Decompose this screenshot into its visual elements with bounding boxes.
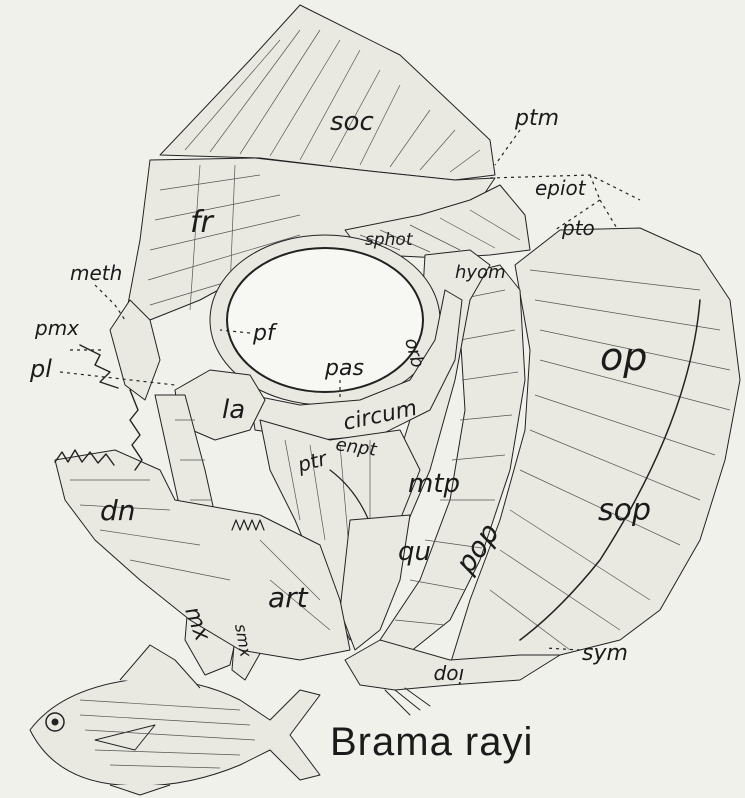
label-pto: pto [561,216,595,240]
label-ptm: ptm [514,106,559,131]
label-op: op [600,335,647,379]
pectoral-fin-base [385,688,430,715]
label-dn: dn [100,494,136,527]
label-hyom: hyom [455,262,506,283]
supraoccipital-bone [160,5,495,180]
label-qu: qu [398,537,431,567]
label-iop: iop [434,664,465,688]
label-sop: sop [598,493,651,528]
label-mtp: mtp [408,469,460,499]
label-pmx: pmx [34,316,79,340]
label-pas: pas [324,356,364,381]
label-art: art [268,581,309,614]
species-caption: Brama rayi [330,720,533,765]
fish-illustration [30,645,320,795]
label-sym: sym [582,641,628,666]
label-la: la [222,395,245,425]
label-fr: fr [190,205,215,240]
label-soc: soc [330,107,374,137]
label-pl: pl [29,355,52,383]
label-sphot: sphot [365,230,414,250]
label-pf: pf [252,321,278,346]
label-epiot: epiot [535,176,587,200]
label-meth: meth [70,261,122,285]
